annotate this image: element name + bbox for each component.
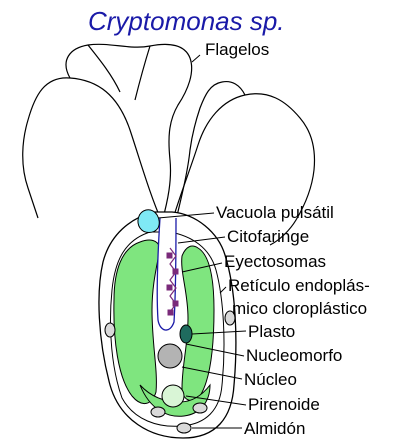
ejectosomes: [166, 247, 179, 316]
label-reticulo-1: Retículo endoplás-: [228, 276, 370, 295]
cytopharynx: [156, 217, 177, 331]
plastid-right: [181, 245, 215, 402]
ejectosome: [172, 268, 179, 275]
diagram-title: Cryptomonas sp.: [88, 6, 285, 36]
label-plasto: Plasto: [248, 322, 295, 341]
label-reticulo-2: mico cloroplástico: [232, 299, 367, 318]
starch-grain: [192, 402, 208, 414]
starch-grains: [104, 310, 236, 434]
flagellum-left: [22, 77, 163, 223]
flagella: [22, 43, 316, 246]
label-nucleomorfo: Nucleomorfo: [246, 346, 342, 365]
label-vacuola: Vacuola pulsátil: [216, 203, 334, 222]
ejectosome: [166, 284, 173, 291]
nucleus: [157, 343, 183, 369]
pyrenoid: [161, 384, 185, 408]
label-citofaringe: Citofaringe: [227, 227, 309, 246]
label-eyectosomas: Eyectosomas: [224, 252, 326, 271]
flagellum-right: [171, 93, 316, 246]
starch-grain: [176, 422, 192, 434]
ejectosome: [166, 252, 173, 259]
starch-grain: [104, 322, 116, 338]
label-nucleo: Núcleo: [244, 370, 297, 389]
leader-lines: [157, 54, 247, 429]
label-almidon: Almidón: [244, 419, 305, 438]
label-pirenoide: Pirenoide: [248, 395, 320, 414]
contractile-vacuole: [137, 209, 160, 233]
ejectosome: [172, 300, 179, 307]
ejectosome: [167, 309, 174, 316]
starch-grain: [150, 406, 166, 418]
nucleomorph: [179, 324, 193, 344]
label-flagelos: Flagelos: [205, 40, 269, 59]
starch-grain: [224, 310, 236, 326]
